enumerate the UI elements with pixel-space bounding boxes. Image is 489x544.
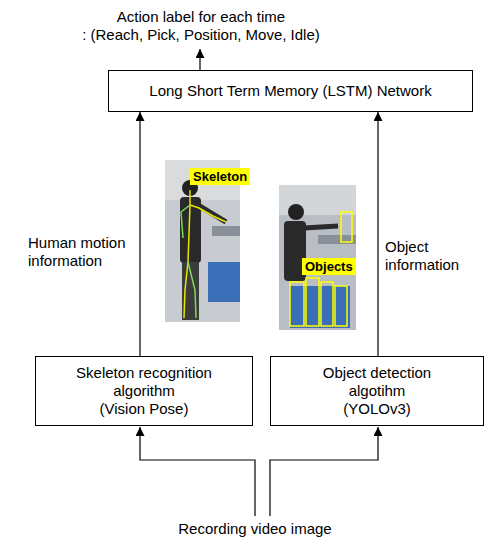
flow-arrow [139, 112, 140, 356]
highlight-tag: Objects [302, 258, 356, 275]
process-box: Long Short Term Memory (LSTM) Network [108, 70, 473, 112]
caption-label: Action label for each time [0, 8, 402, 26]
detection-box [335, 286, 347, 326]
input-wire [270, 427, 378, 516]
detection-box [306, 278, 319, 326]
process-box: Skeleton recognition algorithm(Vision Po… [35, 356, 253, 426]
flow-arrow [377, 112, 378, 356]
blue-bin [208, 262, 240, 302]
caption-label: Recording video image [145, 520, 365, 538]
skeleton-line [188, 262, 196, 318]
highlight-tag: Skeleton [190, 168, 250, 185]
box-text: Skeleton recognition algorithm [67, 364, 222, 400]
box-text: (YOLOv3) [343, 400, 411, 418]
edge-label: Human motion information [28, 234, 132, 270]
skeleton-line [190, 205, 226, 222]
caption-label: : (Reach, Pick, Position, Move, Idle) [0, 26, 402, 44]
box-text: Long Short Term Memory (LSTM) Network [149, 82, 431, 100]
box-text: (Vision Pose) [100, 400, 189, 418]
objects-photo [279, 185, 356, 330]
box-text: Objects [305, 258, 353, 275]
detection-box [321, 282, 333, 326]
box-text: Skeleton [193, 168, 247, 185]
output-arrow [199, 49, 200, 70]
blue-bin [290, 286, 350, 328]
input-wire [140, 427, 255, 516]
detection-box [290, 282, 304, 326]
person-head [288, 204, 304, 220]
person-arm [304, 226, 338, 228]
edge-label: Object information [385, 238, 467, 274]
process-box: Object detection algotihm(YOLOv3) [270, 356, 484, 426]
photo-ground [279, 185, 356, 330]
skeleton-line [181, 205, 190, 238]
box-text: Object detection algotihm [302, 364, 452, 400]
shelf [212, 226, 240, 236]
detection-box [341, 212, 352, 242]
